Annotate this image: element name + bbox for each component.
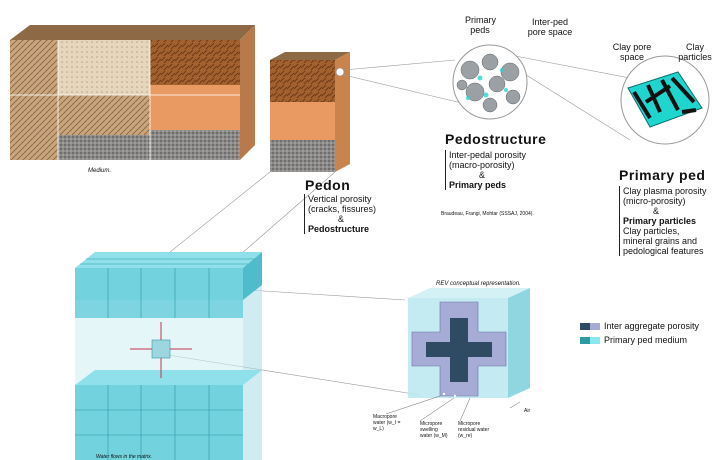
citation: Braudeau, Frangi, Mohtar (SSSAJ, 2004). [441, 211, 534, 217]
callout-lines [385, 395, 521, 422]
legend-swatch-dark-1 [580, 322, 590, 330]
legend-swatch-dark-2 [580, 336, 590, 344]
pedostructure-circle [452, 44, 528, 120]
water-flows-label: Water flows in the matrix. [96, 454, 153, 460]
pedon-description: Vertical porosity (cracks, fissures) & P… [304, 194, 386, 234]
ps-amp: & [479, 170, 486, 180]
rev-caption: REV conceptual representation. [436, 281, 521, 287]
primary-ped-circle [620, 55, 710, 145]
pedon-bold: Pedostructure [308, 224, 370, 234]
legend-label-2: Primary ped medium [604, 335, 688, 345]
medium-label: Medium. [88, 168, 112, 174]
pp-amp: & [653, 206, 660, 216]
medium-soil-block [10, 25, 255, 160]
ps-line1: Inter-pedal porosity [449, 150, 527, 160]
primary-peds-label: Primary peds [465, 15, 496, 35]
pp-line3: Clay particles, [623, 226, 680, 236]
primary-ped-description: Clay plasma porosity (micro-porosity) & … [619, 186, 719, 256]
pp-bold: Primary particles [623, 216, 697, 226]
primary-ped-title: Primary ped [619, 167, 706, 183]
clay-pore-label: Clay pore space [612, 42, 652, 62]
pedon-amp: & [338, 214, 345, 224]
legend-swatch-light-1 [590, 322, 600, 330]
rev-cube-stack [75, 252, 262, 460]
pp-line5: pedological features [623, 246, 704, 256]
rev-conceptual-cube [408, 288, 530, 398]
legend-swatch-light-2 [590, 336, 600, 344]
micropore-residual-label: Micropore residual water (w_re) [458, 421, 490, 439]
inter-ped-label: Inter-ped pore space [527, 17, 573, 37]
ps-bold: Primary peds [449, 180, 507, 190]
pp-line4: mineral grains and [623, 236, 698, 246]
clay-particles-label: Clay particles [678, 42, 712, 62]
pedon-block [270, 52, 350, 172]
legend-item-inter-aggregate: Inter aggregate porosity [580, 321, 699, 331]
pedostructure-description: Inter-pedal porosity (macro-porosity) & … [445, 150, 549, 190]
pedon-title: Pedon [305, 177, 351, 193]
legend: Inter aggregate porosity Primary ped med… [580, 321, 699, 345]
legend-item-primary-ped: Primary ped medium [580, 335, 699, 345]
pedon-line1: Vertical porosity [308, 194, 372, 204]
pedostructure-title: Pedostructure [445, 131, 547, 147]
macropore-water-label: Macropore water (w_I = w_L) [373, 414, 401, 432]
air-label: Air [524, 408, 531, 414]
micropore-swelling-label: Micropore swelling water (w_M) [420, 421, 448, 439]
ps-line2: (macro-porosity) [449, 160, 515, 170]
legend-label-1: Inter aggregate porosity [604, 321, 700, 331]
pedon-line2: (cracks, fissures) [308, 204, 377, 214]
pp-line2: (micro-porosity) [623, 196, 686, 206]
pp-line1: Clay plasma porosity [623, 186, 707, 196]
